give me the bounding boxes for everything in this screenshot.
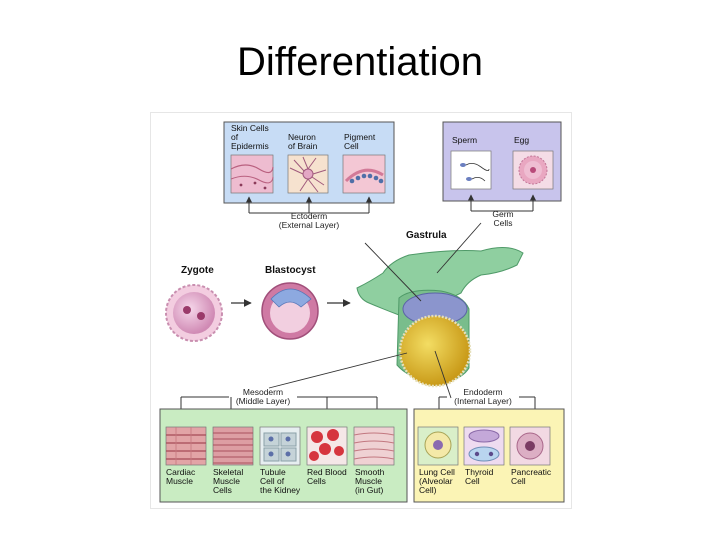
ectoderm-cell-1-line2: of bbox=[231, 132, 239, 142]
kidney-tubule-image bbox=[259, 426, 301, 466]
mesoderm-cell-1-line2: Muscle bbox=[166, 476, 193, 486]
ectoderm-cell-1-line1: Skin Cells bbox=[231, 123, 269, 133]
mesoderm-cell-2-line2: Muscle bbox=[213, 476, 240, 486]
svg-text:Smooth Muscle (in: Smooth Muscle (in Gut) bbox=[355, 467, 387, 495]
endoderm-cell-3-line2: Cell bbox=[511, 476, 526, 486]
mesoderm-panel: Cardiac Muscle Skeletal Muscle Cells Tub… bbox=[159, 408, 408, 503]
ectoderm-cell-2-line2: of Brain bbox=[288, 141, 318, 151]
ectoderm-label: Ectoderm bbox=[291, 211, 327, 221]
endoderm-panel: Lung Cell (Alveolar Cell) Thyroid Cell P… bbox=[413, 408, 565, 503]
endoderm-cell-1-line3: Cell) bbox=[419, 485, 437, 495]
germ-panel: Sperm Egg bbox=[442, 121, 562, 202]
svg-text:Skin Cells of Epid: Skin Cells of Epidermis bbox=[231, 123, 271, 151]
skeletal-muscle-image bbox=[212, 426, 254, 466]
endoderm-cell-1-line1: Lung Cell bbox=[419, 467, 455, 477]
germ-label: Germ bbox=[492, 209, 513, 219]
svg-text:Tubule Cell of the: Tubule Cell of the Kidney bbox=[260, 467, 301, 495]
germ-connector bbox=[468, 194, 536, 212]
zygote-image bbox=[165, 284, 223, 342]
mesoderm-cell-4-line1: Red Blood bbox=[307, 467, 347, 477]
diagram-svg: Skin Cells of Epidermis Neuron of Brain … bbox=[159, 121, 565, 503]
endoderm-cell-2-line1: Thyroid bbox=[465, 467, 494, 477]
sperm-label: Sperm bbox=[452, 135, 477, 145]
thyroid-cell-image bbox=[463, 426, 505, 466]
mesoderm-cell-5-line1: Smooth bbox=[355, 467, 385, 477]
mesoderm-cell-5-line3: (in Gut) bbox=[355, 485, 384, 495]
mesoderm-cell-3-line3: the Kidney bbox=[260, 485, 301, 495]
mesoderm-cell-4-line2: Cells bbox=[307, 476, 326, 486]
svg-text:Red Blood Cells: Red Blood Cells bbox=[307, 467, 349, 486]
pancreatic-cell-image bbox=[509, 426, 551, 466]
mesoderm-label: Mesoderm bbox=[243, 387, 283, 397]
gastrula-leaders bbox=[268, 222, 482, 399]
ectoderm-cell-2-line1: Neuron bbox=[288, 132, 316, 142]
egg-image bbox=[512, 150, 554, 190]
sperm-image bbox=[450, 150, 492, 190]
svg-text:Neuron of Brain: Neuron of Brain bbox=[288, 132, 318, 151]
mesoderm-cell-1-line1: Cardiac bbox=[166, 467, 196, 477]
ectoderm-cell-3-line1: Pigment bbox=[344, 132, 376, 142]
differentiation-diagram: Skin Cells of Epidermis Neuron of Brain … bbox=[150, 112, 572, 509]
mesoderm-cell-3-line2: Cell of bbox=[260, 476, 285, 486]
ectoderm-cell-3-line2: Cell bbox=[344, 141, 359, 151]
mesoderm-cell-2-line3: Cells bbox=[213, 485, 232, 495]
endoderm-cell-1-line2: (Alveolar bbox=[419, 476, 453, 486]
blastocyst-label: Blastocyst bbox=[265, 265, 316, 276]
gastrula-image bbox=[356, 247, 524, 388]
endoderm-cell-3-line1: Pancreatic bbox=[511, 467, 552, 477]
svg-text:Lung Cell (Alveolar: Lung Cell (Alveolar Cell) bbox=[419, 467, 457, 495]
zygote-label: Zygote bbox=[181, 265, 214, 276]
ectoderm-panel: Skin Cells of Epidermis Neuron of Brain … bbox=[223, 121, 395, 204]
slide-title: Differentiation bbox=[236, 40, 484, 84]
mesoderm-cell-5-line2: Muscle bbox=[355, 476, 382, 486]
mesoderm-cell-3-line1: Tubule bbox=[260, 467, 286, 477]
cardiac-muscle-image bbox=[165, 426, 207, 466]
gastrula-label: Gastrula bbox=[406, 230, 447, 241]
egg-label: Egg bbox=[514, 135, 529, 145]
red-blood-cells-image bbox=[306, 426, 348, 466]
endoderm-cell-2-line2: Cell bbox=[465, 476, 480, 486]
lung-cell-image bbox=[417, 426, 459, 466]
ectoderm-cell-1-line3: Epidermis bbox=[231, 141, 269, 151]
svg-text:Pigment Cell: Pigment Cell bbox=[344, 132, 378, 151]
skin-cell-image bbox=[230, 154, 274, 194]
blastocyst-image bbox=[261, 282, 319, 340]
mesoderm-cell-2-line1: Skeletal bbox=[213, 467, 243, 477]
germ-sublabel: Cells bbox=[494, 218, 513, 228]
mesoderm-sublabel: (Middle Layer) bbox=[236, 396, 290, 406]
pigment-cell-image bbox=[342, 154, 386, 194]
ectoderm-sublabel: (External Layer) bbox=[279, 220, 340, 230]
neuron-image bbox=[287, 154, 329, 194]
svg-text:Thyroid Cell: Thyroid Cell bbox=[465, 467, 496, 486]
endoderm-sublabel: (Internal Layer) bbox=[454, 396, 512, 406]
smooth-muscle-image bbox=[353, 426, 395, 466]
endoderm-label: Endoderm bbox=[463, 387, 502, 397]
svg-text:Cardiac Muscle: Cardiac Muscle bbox=[166, 467, 198, 486]
svg-text:Pancreatic Cell: Pancreatic Cell bbox=[511, 467, 554, 486]
ectoderm-connector bbox=[246, 196, 372, 214]
svg-text:Skeletal Muscle Ce: Skeletal Muscle Cells bbox=[213, 467, 246, 495]
